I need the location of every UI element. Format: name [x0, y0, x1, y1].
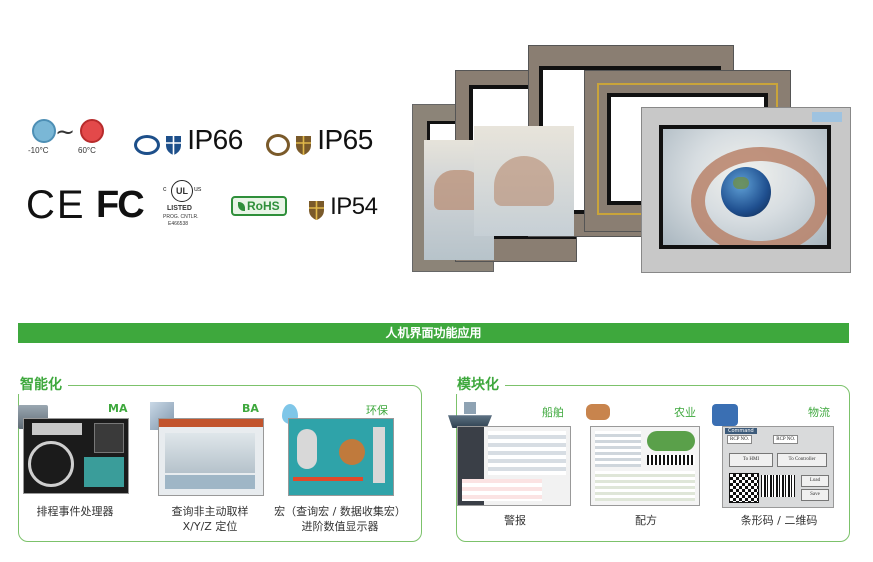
ba-caption-line2: X/Y/Z 定位: [182, 520, 238, 533]
eco-tag: 环保: [366, 404, 388, 417]
ul-us-label: us: [194, 186, 202, 193]
qr-code-icon: [729, 473, 759, 503]
waterjet-icon: [134, 134, 160, 155]
modular-section-box: [456, 385, 850, 542]
ul-circle-icon: UL: [171, 180, 193, 202]
agriculture-screen: [590, 426, 700, 506]
temp-low-icon: [32, 119, 56, 143]
ul-line3-label: E466538: [168, 221, 189, 227]
barcode-icon: [761, 475, 795, 497]
hmi-panel-front: [641, 107, 851, 273]
earth-globe: [721, 167, 771, 217]
eco-caption-line1: 宏（查询宏 / 数据收集宏）: [274, 505, 406, 518]
rohs-label: RoHS: [247, 199, 280, 213]
ba-caption-line1: 查询非主动取样: [171, 505, 249, 518]
ip66-label: IP66: [187, 124, 243, 155]
ba-tag: BA: [242, 402, 259, 415]
ul-line2-label: PROG. CNTLR.: [163, 214, 199, 220]
truck-icon: [712, 404, 738, 426]
temp-high-label: 60°C: [78, 146, 96, 155]
modular-section-title: 模块化: [455, 374, 505, 394]
load-button[interactable]: Load: [801, 475, 829, 487]
eco-screen: [288, 418, 394, 496]
earth-screen: [663, 129, 827, 245]
fcc-mark: FC: [96, 184, 145, 226]
rcp-field-1[interactable]: RCP NO.: [727, 435, 752, 444]
tilde-icon: ~: [55, 118, 76, 146]
ul-mark: c UL us LISTED PROG. CNTLR. E466538: [163, 180, 207, 234]
logistics-screen-title: Command: [725, 428, 757, 434]
marine-screen: [457, 426, 571, 506]
ip54-badge: IP54: [308, 193, 378, 221]
ip54-label: IP54: [330, 193, 378, 220]
ul-listed-label: LISTED: [167, 205, 192, 212]
rohs-badge: RoHS: [231, 196, 287, 216]
logistics-screen: Command RCP NO. RCP NO. To HMI To Contro…: [722, 426, 834, 508]
eco-caption-line2: 进阶数值显示器: [301, 520, 379, 533]
shield-icon: [309, 200, 324, 220]
save-button[interactable]: Save: [801, 489, 829, 501]
ba-screen: [158, 418, 264, 496]
marine-tag: 船舶: [542, 406, 564, 419]
ul-c-label: c: [163, 186, 167, 193]
ma-screen: [23, 418, 129, 494]
temp-high-icon: [80, 119, 104, 143]
ce-mark: CE: [26, 183, 86, 227]
smart-section-box: [18, 385, 422, 542]
logistics-caption: 条形码 / 二维码: [740, 514, 818, 527]
section-banner: 人机界面功能应用: [18, 323, 849, 343]
to-hmi-button[interactable]: To HMI: [729, 453, 773, 467]
rcp-field-2[interactable]: RCP NO.: [773, 435, 799, 444]
ma-caption: 排程事件处理器: [36, 505, 114, 518]
cow-icon: [586, 404, 610, 420]
to-controller-button[interactable]: To Controller: [777, 453, 827, 467]
ship-icon: [448, 415, 492, 428]
ip65-label: IP65: [317, 124, 373, 155]
marine-caption: 警报: [504, 514, 526, 527]
ma-tag: MA: [108, 402, 128, 415]
dust-icon: [266, 133, 290, 156]
temp-low-label: -10°C: [28, 146, 49, 155]
agriculture-tag: 农业: [674, 406, 696, 419]
smart-section-title: 智能化: [18, 374, 68, 394]
leaf-icon: [238, 202, 245, 211]
shield-icon: [296, 135, 312, 155]
ip65-badge: IP65: [266, 124, 373, 156]
hmi-panel-mid-screen: [474, 126, 574, 236]
logistics-tag: 物流: [808, 406, 830, 419]
ip66-badge: IP66: [134, 124, 243, 156]
agriculture-caption: 配方: [635, 514, 657, 527]
ship-tower-icon: [464, 402, 476, 414]
shield-icon: [166, 135, 182, 155]
